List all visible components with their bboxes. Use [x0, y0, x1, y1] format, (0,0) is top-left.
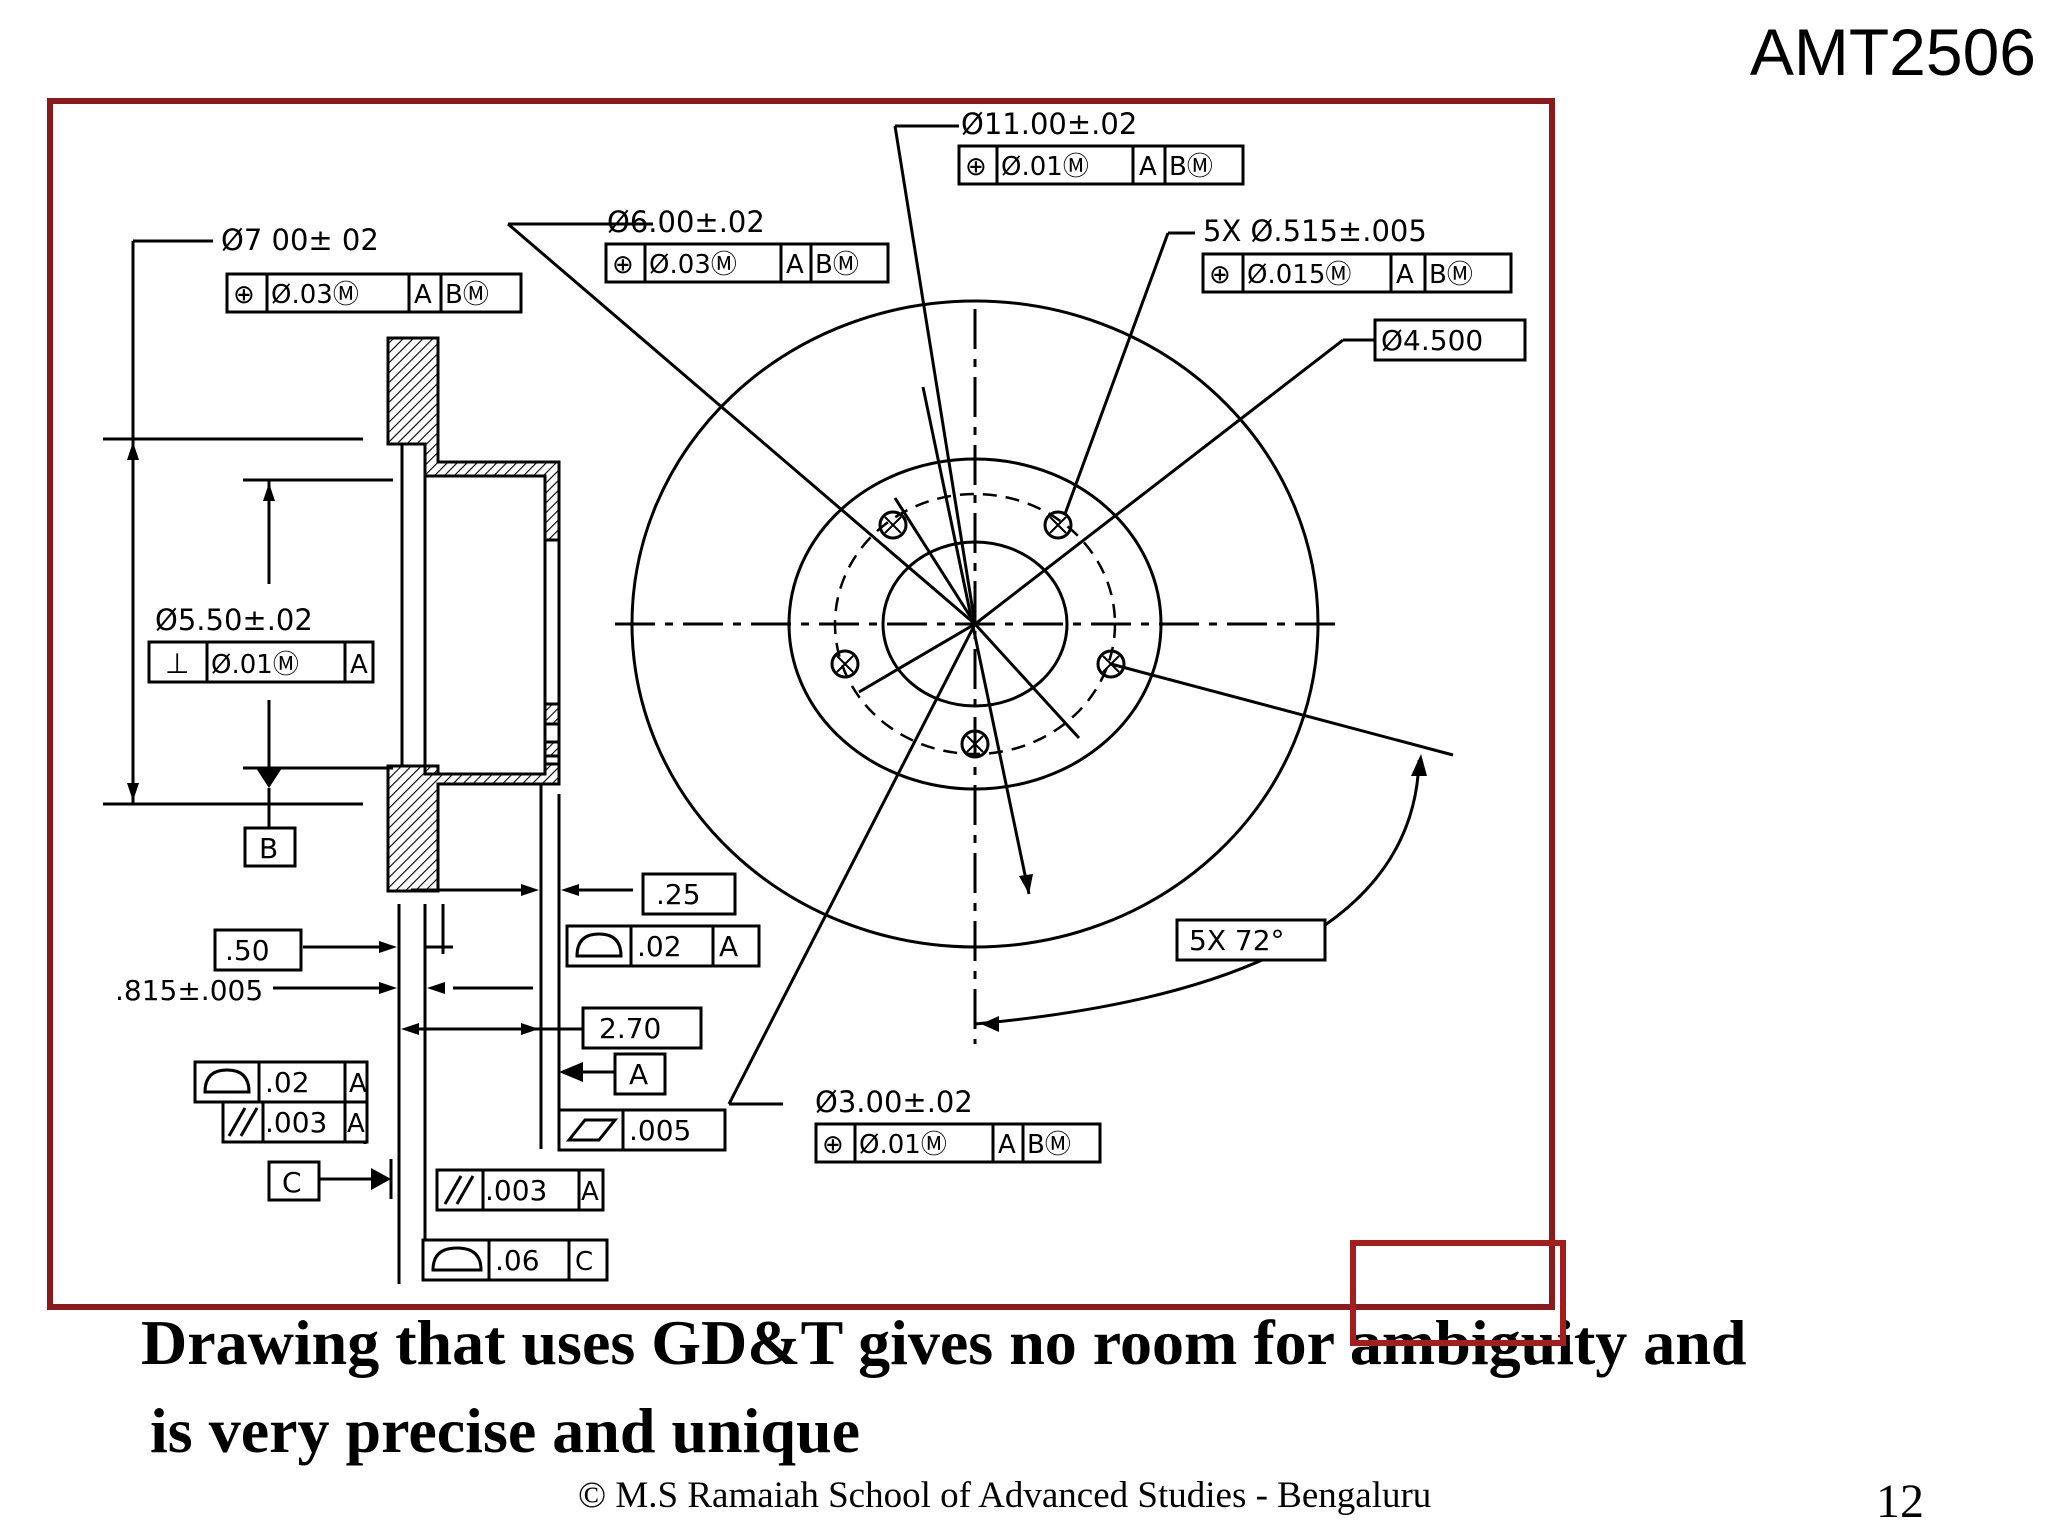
- callout-dia-5-5: Ø5.50±.02 ⊥ Ø.01Ⓜ A: [147, 603, 375, 684]
- svg-text:⊕: ⊕: [233, 280, 255, 310]
- callout-dim-270: 2.70: [581, 1006, 703, 1050]
- svg-text:A: A: [786, 250, 804, 280]
- footer-copyright: © M.S Ramaiah School of Advanced Studies…: [578, 1475, 1432, 1516]
- svg-text:BⓂ: BⓂ: [815, 250, 859, 280]
- corner-box: [1350, 1240, 1566, 1346]
- svg-text:Ø.015Ⓜ: Ø.015Ⓜ: [1247, 260, 1351, 290]
- callout-dia-6: Ø6.00±.02 ⊕ Ø.03Ⓜ A BⓂ: [604, 205, 890, 284]
- svg-text:Ø.03Ⓜ: Ø.03Ⓜ: [271, 280, 359, 310]
- svg-text:5X 72°: 5X 72°: [1189, 924, 1285, 957]
- svg-text:⊕: ⊕: [612, 250, 634, 280]
- svg-text:Ø.01Ⓜ: Ø.01Ⓜ: [1001, 152, 1089, 182]
- datum-c: C: [267, 1160, 321, 1202]
- holes-label: 5X Ø.515±.005: [1203, 214, 1427, 248]
- page-number: 12: [1876, 1475, 1924, 1528]
- callout-dia-11: Ø11.00±.02 ⊕ Ø.01Ⓜ A BⓂ: [957, 107, 1245, 186]
- svg-text:A: A: [581, 1177, 599, 1207]
- gdt-drawing-figure: Ø11.00±.02 ⊕ Ø.01Ⓜ A BⓂ Ø6.00±.02 ⊕ Ø.03…: [103, 107, 1527, 1284]
- svg-text:A: A: [349, 1069, 367, 1099]
- callout-dim-815: .815±.005: [115, 974, 263, 1007]
- dia-7-label: Ø7 00± 02: [221, 223, 379, 257]
- svg-text:BⓂ: BⓂ: [1027, 1130, 1071, 1160]
- svg-text:⊥: ⊥: [165, 647, 189, 680]
- svg-text:BⓂ: BⓂ: [1429, 260, 1473, 290]
- svg-text:.02: .02: [265, 1066, 310, 1099]
- callout-dim-25: .25: [641, 872, 737, 916]
- svg-text:.25: .25: [656, 878, 701, 911]
- svg-text:Ø.01Ⓜ: Ø.01Ⓜ: [859, 1130, 947, 1160]
- svg-text:C: C: [282, 1166, 302, 1199]
- bolt-circle-label: Ø4.500: [1381, 324, 1483, 357]
- callout-profile-02-a: .02 A: [565, 924, 761, 968]
- front-view: [507, 124, 1454, 1106]
- svg-text:A: A: [347, 1109, 365, 1139]
- svg-text:Ø.01Ⓜ: Ø.01Ⓜ: [211, 650, 299, 680]
- svg-text:⊕: ⊕: [822, 1130, 844, 1160]
- svg-text:.06: .06: [495, 1244, 540, 1277]
- callout-dia-7: Ø7 00± 02 ⊕ Ø.03Ⓜ A BⓂ: [221, 223, 523, 314]
- caption-line-2: is very precise and unique: [150, 1395, 860, 1466]
- svg-text:.003: .003: [485, 1174, 547, 1207]
- dia-11-label: Ø11.00±.02: [961, 107, 1137, 141]
- svg-text:.005: .005: [629, 1114, 691, 1147]
- svg-text:A: A: [998, 1130, 1016, 1160]
- svg-text:.815±.005: .815±.005: [115, 974, 263, 1007]
- section-view: [103, 239, 633, 1284]
- callout-dim-50: .50: [213, 928, 303, 972]
- datum-a: A: [613, 1052, 667, 1096]
- callout-profile-02-a-left: .02 A: [193, 1060, 369, 1104]
- callout-holes: 5X Ø.515±.005 ⊕ Ø.015Ⓜ A BⓂ: [1201, 214, 1513, 294]
- callout-parallel-003-a-left: .003 A: [221, 1100, 369, 1144]
- callout-flatness-005: .005: [557, 1108, 727, 1152]
- svg-text:A: A: [1396, 260, 1414, 290]
- engineering-drawing: Ø11.00±.02 ⊕ Ø.01Ⓜ A BⓂ Ø6.00±.02 ⊕ Ø.03…: [47, 98, 1555, 1310]
- svg-text:A: A: [414, 280, 432, 310]
- svg-text:⊕: ⊕: [965, 152, 987, 182]
- svg-text:.003: .003: [265, 1106, 327, 1139]
- dia-3-label: Ø3.00±.02: [815, 1085, 973, 1119]
- callout-bolt-circle: Ø4.500: [1373, 318, 1527, 362]
- svg-text:A: A: [1139, 152, 1157, 182]
- svg-text:2.70: 2.70: [599, 1012, 661, 1045]
- svg-text:A: A: [719, 930, 738, 963]
- svg-text:Ø.03Ⓜ: Ø.03Ⓜ: [649, 250, 737, 280]
- svg-text:A: A: [350, 650, 368, 680]
- course-code: AMT2506: [1749, 15, 2036, 89]
- svg-text:BⓂ: BⓂ: [445, 280, 489, 310]
- svg-text:BⓂ: BⓂ: [1169, 152, 1213, 182]
- dia-6-label: Ø6.00±.02: [607, 205, 765, 239]
- svg-text:A: A: [629, 1058, 648, 1091]
- callout-dia-3: Ø3.00±.02 ⊕ Ø.01Ⓜ A BⓂ: [814, 1085, 1102, 1164]
- svg-text:C: C: [575, 1247, 593, 1277]
- svg-text:B: B: [259, 832, 278, 865]
- svg-text:.02: .02: [637, 930, 682, 963]
- callout-angle-72: 5X 72°: [1175, 918, 1327, 962]
- callout-parallel-003-a: .003 A: [435, 1168, 605, 1212]
- dia-5-5-label: Ø5.50±.02: [155, 603, 313, 637]
- bolt-holes: [830, 510, 1126, 759]
- callout-profile-06-c: .06 C: [421, 1238, 609, 1282]
- datum-b: B: [243, 826, 297, 868]
- svg-text:⊕: ⊕: [1209, 260, 1231, 290]
- svg-text:.50: .50: [225, 934, 270, 967]
